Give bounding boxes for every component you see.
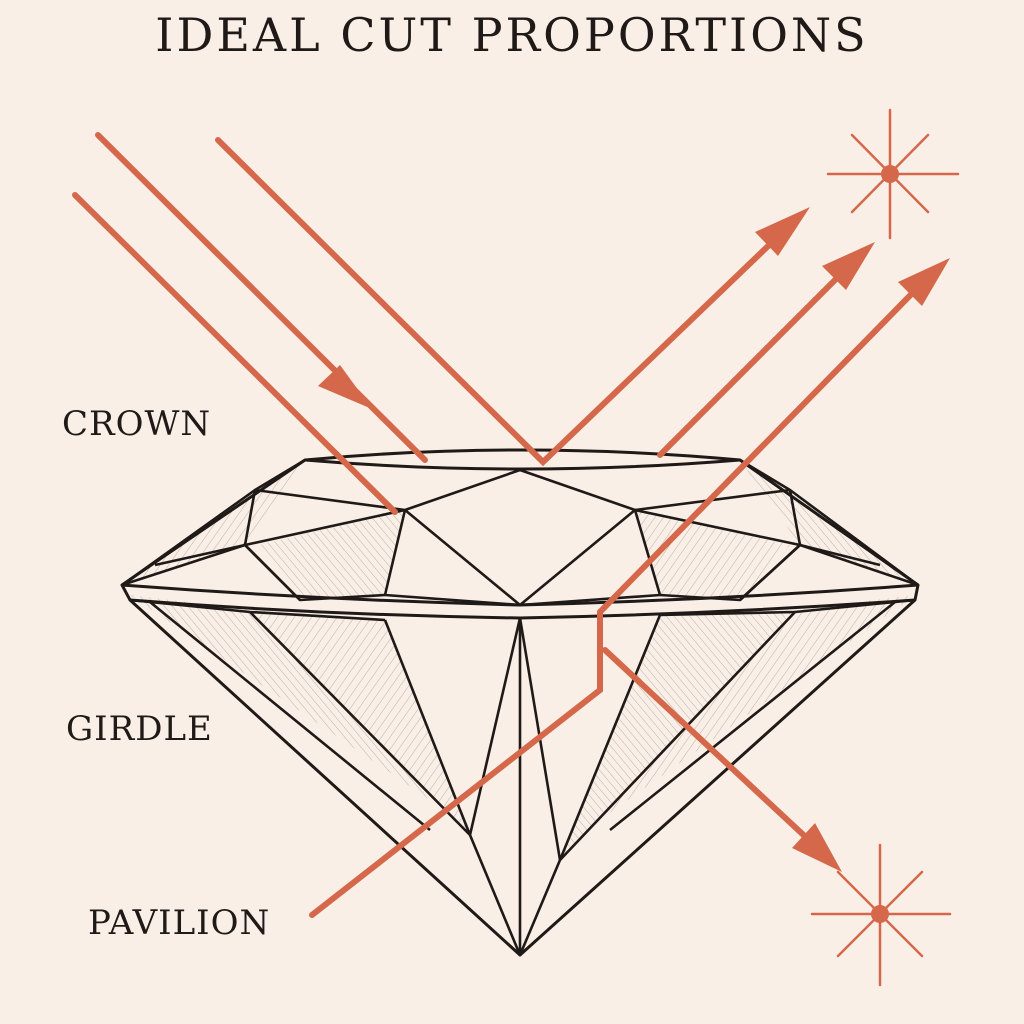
- girdle-band: [121, 583, 919, 607]
- girdle-label: GIRDLE: [66, 709, 213, 749]
- arrowhead-icon: [792, 823, 842, 872]
- diamond: [120, 448, 920, 957]
- outgoing-ray-2: [657, 257, 858, 458]
- sparkle-icon: [810, 843, 952, 987]
- incoming-ray-3: [215, 137, 793, 467]
- pavilion-facets: [129, 598, 916, 956]
- table-edge: [304, 458, 741, 471]
- diagram-title: IDEAL CUT PROPORTIONS: [155, 8, 869, 62]
- arrowhead-icon: [755, 207, 810, 256]
- refracted-ray: [309, 267, 938, 918]
- arrowhead-icon: [318, 365, 372, 409]
- sparkle-icon: [826, 108, 960, 240]
- diamond-outline: [120, 448, 920, 957]
- arrowheads: [318, 207, 950, 872]
- exit-ray: [602, 647, 828, 858]
- arrowhead-icon: [898, 258, 950, 306]
- light-rays: [72, 132, 938, 918]
- crown-label: CROWN: [62, 404, 212, 444]
- arrowhead-icon: [822, 242, 875, 290]
- crown-facets: [121, 458, 919, 607]
- pavilion-label: PAVILION: [88, 903, 271, 943]
- incoming-ray-2: [72, 192, 398, 515]
- incoming-ray-1: [95, 132, 428, 463]
